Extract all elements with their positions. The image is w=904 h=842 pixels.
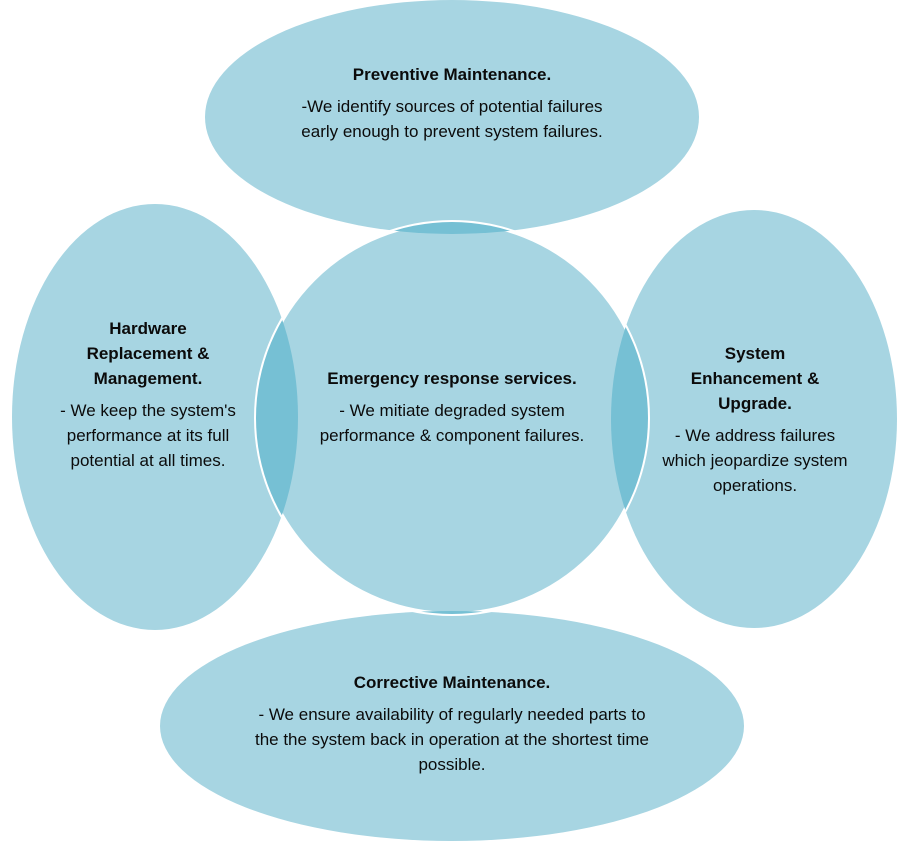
left-node-description: - We keep the system's performance at it… [60, 401, 236, 470]
left-ellipse [12, 204, 298, 630]
top-node-text: Preventive Maintenance. -We identify sou… [282, 62, 622, 144]
left-node-text: Hardware Replacement & Management. - We … [58, 316, 238, 473]
top-node-description: -We identify sources of potential failur… [301, 97, 603, 141]
top-ellipse [205, 0, 699, 234]
right-node-description: - We address failures which jeopardize s… [662, 426, 848, 495]
center-node-description: - We mitiate degraded system performance… [319, 401, 585, 445]
right-node-title: System Enhancement & Upgrade. [690, 344, 820, 413]
bottom-node-title: Corrective Maintenance. [353, 673, 551, 692]
center-node-title: Emergency response services. [327, 369, 577, 388]
left-node-title: Hardware Replacement & Management. [86, 319, 210, 388]
top-node-title: Preventive Maintenance. [352, 65, 552, 84]
center-node-text: Emergency response services. - We mitiat… [292, 366, 612, 448]
right-node-text: System Enhancement & Upgrade. - We addre… [650, 341, 860, 498]
bottom-ellipse [160, 611, 744, 841]
bottom-node-description: - We ensure availability of regularly ne… [254, 705, 650, 774]
right-ellipse [611, 210, 897, 628]
bottom-node-text: Corrective Maintenance. - We ensure avai… [236, 670, 668, 777]
